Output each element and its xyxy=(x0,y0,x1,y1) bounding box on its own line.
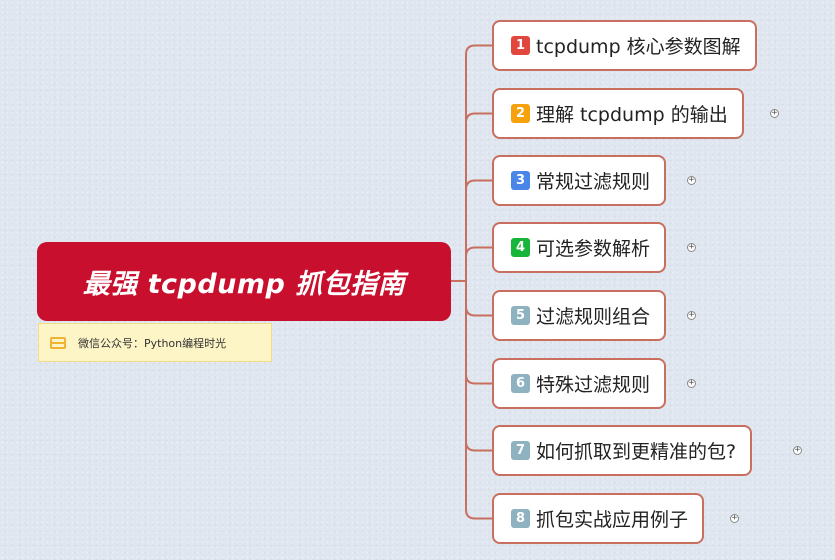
branch-label: 抓包实战应用例子 xyxy=(536,509,689,531)
branch-badge: 7 xyxy=(511,441,530,460)
branch-topic-8[interactable]: 8 抓包实战应用例子 xyxy=(492,493,705,544)
branch-topic-4[interactable]: 4 可选参数解析 xyxy=(492,222,667,273)
branch-topic-3[interactable]: 3 常规过滤规则 xyxy=(492,155,667,206)
connector-branch-7 xyxy=(465,281,493,452)
expand-branch-2-icon[interactable]: + xyxy=(770,108,779,118)
branch-label: 理解 tcpdump 的输出 xyxy=(536,104,728,126)
root-topic-title: 最强 tcpdump 抓包指南 xyxy=(82,269,406,300)
branch-topic-2[interactable]: 2 理解 tcpdump 的输出 xyxy=(492,88,744,139)
connector-branch-8 xyxy=(465,281,493,520)
expand-branch-8-icon[interactable]: + xyxy=(730,513,739,523)
branch-badge: 3 xyxy=(511,171,530,190)
root-note[interactable]: 微信公众号：Python编程时光 xyxy=(38,323,272,362)
branch-topic-5[interactable]: 5 过滤规则组合 xyxy=(492,290,667,341)
branch-label: 常规过滤规则 xyxy=(536,171,651,193)
branch-topic-1[interactable]: 1 tcpdump 核心参数图解 xyxy=(492,20,757,71)
branch-badge: 2 xyxy=(511,104,530,123)
branch-badge: 5 xyxy=(511,306,530,325)
expand-branch-5-icon[interactable]: + xyxy=(687,310,696,320)
note-lines-icon xyxy=(50,336,66,349)
root-topic[interactable]: 最强 tcpdump 抓包指南 xyxy=(37,242,451,321)
expand-branch-4-icon[interactable]: + xyxy=(687,242,696,252)
branch-label: 如何抓取到更精准的包? xyxy=(536,441,737,463)
branch-badge: 6 xyxy=(511,374,530,393)
branch-label: 特殊过滤规则 xyxy=(536,374,651,396)
connector-branch-5 xyxy=(465,281,493,317)
branch-badge: 8 xyxy=(511,509,530,528)
connector-branch-1 xyxy=(465,44,493,281)
branch-topic-7[interactable]: 7 如何抓取到更精准的包? xyxy=(492,425,753,476)
connector-branch-6 xyxy=(465,281,493,385)
expand-branch-6-icon[interactable]: + xyxy=(687,378,696,388)
branch-badge: 4 xyxy=(511,238,530,257)
branch-label: tcpdump 核心参数图解 xyxy=(536,36,741,58)
branch-label: 过滤规则组合 xyxy=(536,306,651,328)
expand-branch-7-icon[interactable]: + xyxy=(793,445,802,455)
connector-branch-4 xyxy=(465,246,493,281)
branch-badge: 1 xyxy=(511,36,530,55)
note-text: 微信公众号：Python编程时光 xyxy=(78,336,227,350)
connector-branch-2 xyxy=(465,112,493,281)
branch-topic-6[interactable]: 6 特殊过滤规则 xyxy=(492,358,667,409)
expand-branch-3-icon[interactable]: + xyxy=(687,175,696,185)
branch-label: 可选参数解析 xyxy=(536,238,651,260)
connector-branch-3 xyxy=(465,179,493,281)
